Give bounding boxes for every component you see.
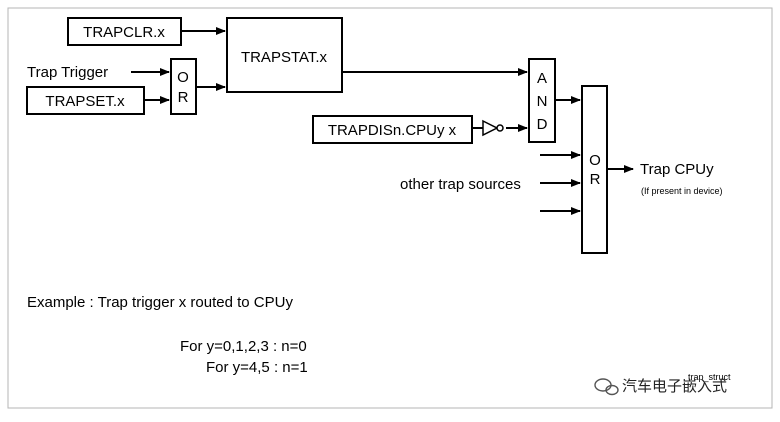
trap-trigger-label: Trap Trigger	[27, 64, 108, 81]
or-gate-1: O R	[170, 58, 197, 115]
trap-cpuy-label: Trap CPUy	[640, 161, 714, 178]
example-line-1: For y=0,1,2,3 : n=0	[180, 338, 307, 355]
watermark-text: 汽车电子嵌入式	[622, 377, 727, 395]
if-present-note: (If present in device)	[641, 186, 723, 196]
wechat-logo-icon	[594, 378, 619, 396]
or-gate-1-letter-r: R	[178, 89, 189, 106]
diagram-border	[7, 7, 773, 409]
and-gate-letter-d: D	[537, 116, 548, 133]
and-gate-letter-a: A	[537, 70, 547, 87]
trapclr-label: TRAPCLR.x	[83, 24, 165, 41]
trapstat-block: TRAPSTAT.x	[226, 17, 343, 93]
corner-tag: trap_struct	[688, 372, 731, 382]
example-title: Example : Trap trigger x routed to CPUy	[27, 294, 293, 311]
trapstat-label: TRAPSTAT.x	[241, 49, 328, 66]
trapclr-block: TRAPCLR.x	[67, 17, 182, 46]
or-gate-2-letter-o: O	[589, 152, 601, 169]
and-gate-letter-n: N	[537, 93, 548, 110]
signal-wires	[131, 27, 634, 215]
inverter-symbol	[482, 119, 504, 137]
and-gate: A N D	[528, 58, 556, 143]
example-line-2: For y=4,5 : n=1	[206, 359, 308, 376]
trapset-label: TRAPSET.x	[45, 93, 125, 110]
trapdis-label: TRAPDISn.CPUy x	[328, 122, 457, 139]
trapset-block: TRAPSET.x	[26, 86, 145, 115]
other-trap-sources-label: other trap sources	[400, 176, 521, 193]
or-gate-1-letter-o: O	[177, 69, 189, 86]
watermark: 汽车电子嵌入式	[594, 377, 727, 396]
or-gate-2: O R	[581, 85, 608, 254]
or-gate-2-letter-r: R	[590, 171, 601, 188]
trapdis-block: TRAPDISn.CPUy x	[312, 115, 473, 144]
